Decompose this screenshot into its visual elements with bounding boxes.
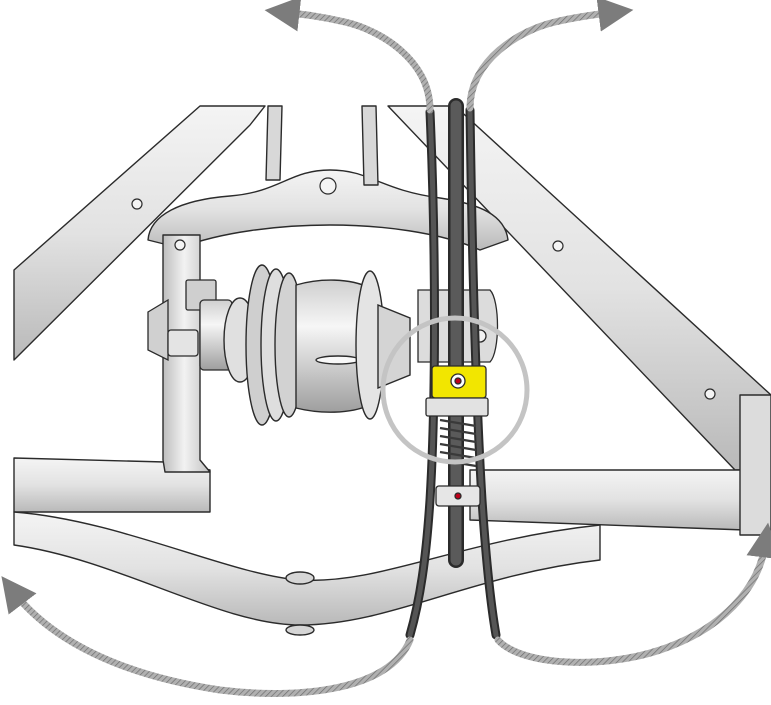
cables (405, 98, 501, 640)
upper-strut-right (361, 105, 379, 186)
bolt-upper-center (319, 177, 337, 195)
arrow-down-left-icon (1, 576, 414, 697)
hub-window (315, 355, 361, 365)
highlight-circle-icon (380, 315, 530, 465)
left-dropout (147, 279, 233, 371)
upper-strut-left (265, 105, 283, 181)
bolt-left-tube (174, 239, 186, 251)
bolt-right-stay-1 (552, 240, 564, 252)
frame-bolts (131, 177, 716, 400)
lower-boss-bottom (285, 624, 315, 636)
left-chain-stay (13, 457, 211, 513)
left-seat-stay (13, 105, 266, 361)
arrow-down-right-icon (494, 522, 771, 666)
cable-right-core (467, 107, 499, 638)
lower-boss (285, 571, 315, 585)
rear-hub (223, 264, 411, 426)
right-seat-stay (387, 105, 771, 471)
right-chain-stay (469, 469, 746, 531)
arrow-up-left-icon (264, 0, 434, 114)
lower-arch (13, 511, 601, 626)
clamp-lower-plate (425, 397, 489, 417)
dropout-plate (147, 298, 169, 362)
frame (13, 105, 771, 636)
axle-nut (167, 329, 199, 357)
bolt-right-stay-2 (704, 388, 716, 400)
right-end-cap (739, 394, 771, 536)
cable-clamp-assembly (425, 365, 489, 507)
cable-left-core (407, 109, 437, 638)
spring-stop-dot (454, 492, 462, 500)
arrow-up-right-icon (466, 0, 634, 112)
clamp-center-dot (454, 377, 462, 385)
bolt-upper-left (131, 198, 143, 210)
